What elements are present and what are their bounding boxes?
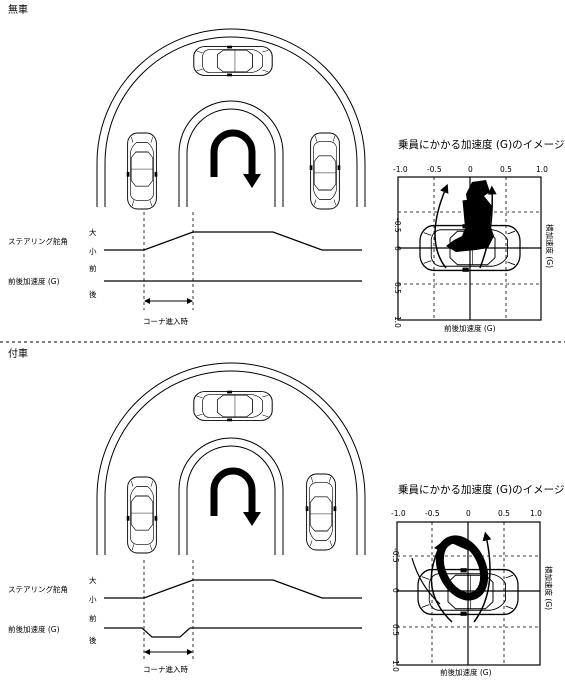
graph-title-bottom: 乗員にかかる加速度 (G)のイメージ [398, 483, 564, 496]
car-top-view-icon [126, 476, 158, 554]
steer-lo-top: 小 [89, 247, 97, 256]
steer-curve-top [104, 231, 362, 251]
steer-label-top: ステアリング舵角 [8, 236, 68, 246]
accel-curve-bottom [104, 627, 362, 638]
car-top-view-icon [309, 132, 341, 210]
u-turn-track-bottom [96, 362, 366, 555]
steer-lo-bottom: 小 [89, 595, 97, 604]
steer-curve-bottom [104, 579, 362, 599]
graph-title-top: 乗員にかかる加速度 (G)のイメージ [398, 138, 564, 151]
x-tick-label: -0.5 [427, 165, 442, 174]
y-tick-label: -0.5 [391, 548, 400, 563]
car-top-view-icon [126, 132, 158, 210]
x-tick-label: -0.5 [425, 509, 440, 518]
u-turn-track-top [96, 28, 366, 207]
u-turn-arrow-icon [210, 129, 261, 188]
steer-label-bottom: ステアリング舵角 [8, 584, 68, 594]
corner-label-top: コーナ進入時 [143, 317, 188, 326]
y-axis-label-bottom: 横加速度 (G) [544, 566, 554, 610]
corner-label-bottom: コーナ進入時 [143, 665, 188, 674]
steer-hi-top: 大 [89, 227, 97, 237]
accel-label-top: 前後加速度 (G) [8, 276, 60, 286]
y-axis-label-top: 横加速度 (G) [545, 224, 555, 268]
x-tick-label: -1.0 [393, 165, 408, 174]
accel-front-bottom: 前 [89, 613, 97, 623]
x-axis-label-top: 前後加速度 (G) [444, 323, 496, 333]
steer-hi-bottom: 大 [89, 575, 97, 585]
y-tick-label: 1.0 [391, 660, 400, 672]
section-label-top: 無車 [8, 3, 28, 16]
g-graph-bottom: 乗員にかかる加速度 (G)のイメージ -1.0 -0.5 0 0.5 1.0 -… [391, 483, 564, 677]
y-tick-label: 0 [393, 246, 402, 251]
x-tick-label: -1.0 [391, 509, 406, 518]
car-top-view-icon [305, 473, 337, 551]
x-axis-label-bottom: 前後加速度 (G) [440, 667, 492, 677]
accel-rear-top: 後 [89, 289, 97, 299]
accel-front-top: 前 [89, 263, 97, 273]
timing-chart-bottom: ステアリング舵角 大 小 前 前後加速度 (G) 後 コーナ進入時 [8, 560, 362, 674]
acceleration-trace-bottom [435, 535, 489, 601]
x-tick-label: 1.0 [536, 165, 548, 174]
x-tick-label: 0.5 [500, 165, 512, 174]
u-turn-arrow-icon [210, 467, 261, 526]
x-tick-label: 0 [466, 509, 471, 518]
y-tick-label: -0.5 [393, 218, 402, 233]
y-tick-label: 0.5 [391, 624, 400, 636]
accel-label-bottom: 前後加速度 (G) [8, 624, 60, 634]
car-top-view-icon [193, 390, 273, 422]
x-tick-label: 0.5 [498, 509, 510, 518]
timing-chart-top: ステアリング舵角 大 小 前後加速度 (G) 前 後 コーナ進入時 [8, 212, 362, 326]
car-top-view-icon [193, 45, 273, 77]
y-tick-label: 0.5 [393, 282, 402, 294]
x-tick-label: 1.0 [530, 509, 542, 518]
y-tick-label: 0 [391, 588, 400, 593]
accel-rear-bottom: 後 [89, 635, 97, 645]
g-graph-top: 乗員にかかる加速度 (G)のイメージ -1.0 -0.5 0 0.5 1.0 -… [393, 138, 564, 333]
y-tick-label: 1.0 [393, 316, 402, 328]
x-tick-label: 0 [468, 165, 473, 174]
section-label-bottom: 付車 [8, 347, 28, 360]
